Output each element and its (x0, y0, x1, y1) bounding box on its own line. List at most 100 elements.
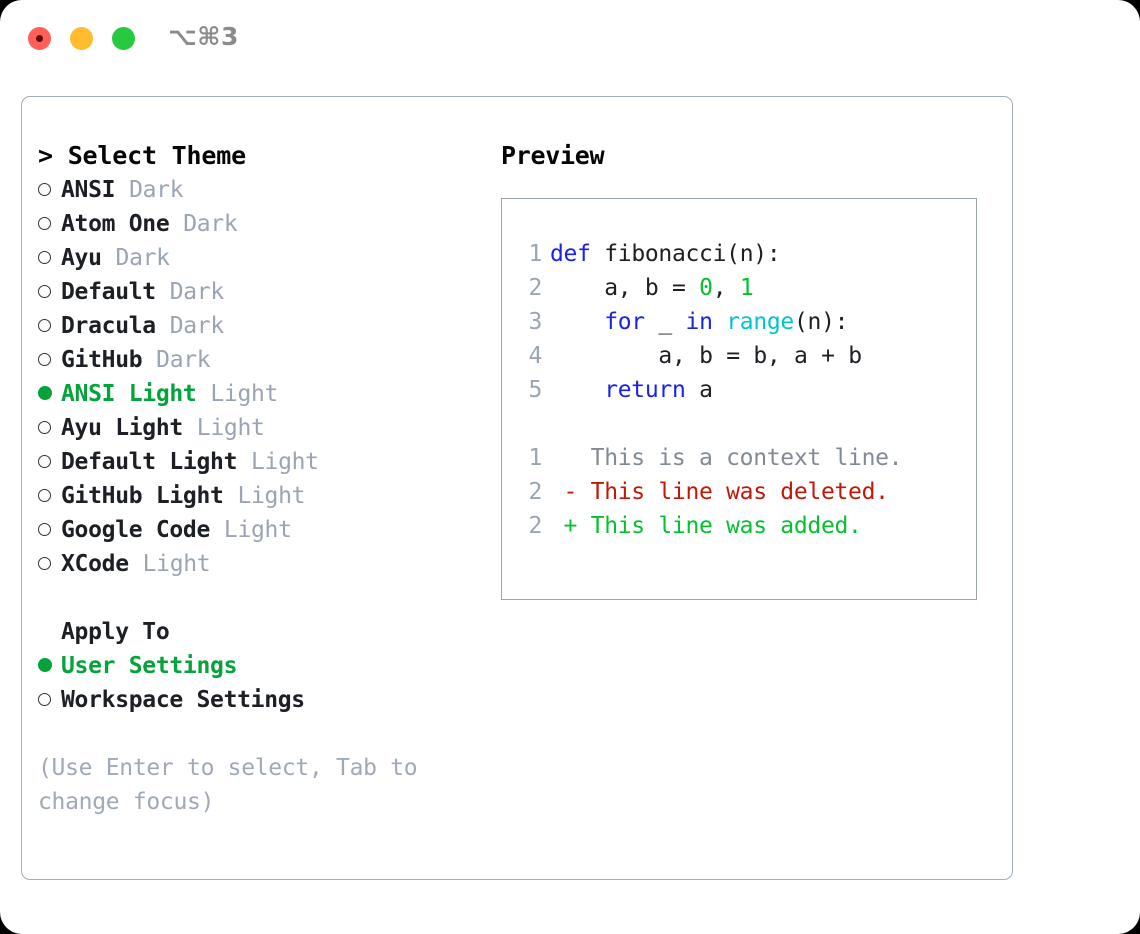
close-button[interactable] (28, 27, 51, 50)
theme-list-item[interactable]: Atom One Dark (38, 207, 468, 241)
theme-list-item[interactable]: Default Light Light (38, 445, 468, 479)
radio-unselected-icon[interactable] (38, 343, 61, 377)
radio-glyph (38, 420, 51, 434)
diff-line: 2 + This line was added. (502, 509, 976, 543)
theme-label-gap (183, 411, 197, 445)
radio-unselected-icon[interactable] (38, 411, 61, 445)
theme-name-label: GitHub (61, 347, 143, 373)
radio-unselected-icon[interactable] (38, 445, 61, 479)
radio-glyph (38, 488, 51, 502)
radio-selected-icon[interactable] (38, 377, 61, 411)
code-text: n (807, 309, 822, 335)
theme-list-item[interactable]: Dracula Dark (38, 309, 468, 343)
keyboard-shortcut-label: ⌥⌘3 (168, 22, 239, 51)
code-text: fibonacci (604, 241, 727, 267)
code-text: , (712, 275, 727, 301)
radio-unselected-icon[interactable] (38, 275, 61, 309)
code-text: ( (793, 309, 808, 335)
diff-line: 2 - This line was deleted. (502, 475, 976, 509)
radio-glyph (38, 522, 51, 536)
code-text (740, 343, 754, 369)
radio-glyph (38, 454, 51, 468)
theme-list-item[interactable]: GitHub Dark (38, 343, 468, 377)
apply-to-label: Workspace Settings (61, 687, 305, 713)
theme-list-item[interactable]: ANSI Dark (38, 173, 468, 207)
code-text (686, 343, 700, 369)
theme-list-item[interactable]: Google Code Light (38, 513, 468, 547)
select-theme-header: > Select Theme (38, 141, 246, 170)
radio-glyph (38, 386, 52, 400)
code-text: a (604, 275, 618, 301)
radio-selected-icon[interactable] (38, 649, 61, 683)
radio-unselected-icon[interactable] (38, 683, 61, 717)
theme-name-label: Ayu (61, 245, 102, 271)
code-number: 1 (739, 275, 754, 301)
radio-unselected-icon[interactable] (38, 513, 61, 547)
radio-unselected-icon[interactable] (38, 207, 61, 241)
line-number: 5 (528, 377, 542, 403)
theme-list-item[interactable]: ANSI Light Light (38, 377, 468, 411)
keyboard-hint-text: (Use Enter to select, Tab to change focu… (38, 755, 418, 815)
code-text (713, 343, 727, 369)
theme-label-gap (156, 309, 170, 343)
radio-glyph (38, 556, 51, 570)
minimize-button[interactable] (70, 27, 93, 50)
code-function: range (726, 309, 794, 335)
radio-unselected-icon[interactable] (38, 241, 61, 275)
radio-unselected-icon[interactable] (38, 479, 61, 513)
code-text: b (848, 343, 862, 369)
diff-line: 1 This is a context line. (502, 441, 976, 475)
radio-glyph (38, 250, 51, 264)
preview-spacer (502, 407, 976, 441)
theme-list-item[interactable]: XCode Light (38, 547, 468, 581)
radio-unselected-icon[interactable] (38, 309, 61, 343)
theme-kind-label: Light (223, 517, 292, 543)
radio-unselected-icon[interactable] (38, 173, 61, 207)
code-text (780, 343, 794, 369)
code-content: def fibonacci(n): (550, 237, 781, 271)
code-keyword: for (604, 309, 645, 335)
apply-to-option[interactable]: User Settings (38, 649, 468, 683)
theme-label-gap (156, 275, 170, 309)
apply-to-label: User Settings (61, 653, 238, 679)
theme-list-item[interactable]: Ayu Dark (38, 241, 468, 275)
radio-glyph (38, 182, 51, 196)
theme-list-item[interactable]: Default Dark (38, 275, 468, 309)
code-line: 2 a, b = 0, 1 (502, 271, 976, 305)
code-content: a, b = 0, 1 (550, 271, 753, 305)
code-text: a (794, 343, 808, 369)
preview-header: Preview (501, 141, 605, 170)
theme-label-gap (142, 343, 156, 377)
theme-kind-label: Light (237, 483, 306, 509)
code-text: ) (821, 309, 835, 335)
code-keyword: def (550, 241, 591, 267)
theme-kind-label: Dark (169, 279, 225, 305)
diff-sample: 1 This is a context line.2 - This line w… (502, 441, 976, 543)
code-text: _ (658, 309, 672, 335)
line-number: 1 (528, 445, 542, 471)
theme-list-item[interactable]: Ayu Light Light (38, 411, 468, 445)
title-bar: ⌥⌘3 (0, 0, 1140, 76)
code-content: return a (550, 373, 713, 407)
theme-label-gap (210, 513, 224, 547)
window-controls (28, 27, 135, 50)
code-text: , (766, 343, 781, 369)
code-text (631, 275, 645, 301)
theme-name-label: Default Light (61, 449, 238, 475)
theme-list-item[interactable]: GitHub Light Light (38, 479, 468, 513)
maximize-button[interactable] (112, 27, 135, 50)
radio-unselected-icon[interactable] (38, 547, 61, 581)
code-line: 3 for _ in range(n): (502, 305, 976, 339)
apply-to-option[interactable]: Workspace Settings (38, 683, 468, 717)
line-number: 2 (528, 275, 542, 301)
code-text (686, 275, 700, 301)
code-text: n (739, 241, 754, 267)
code-line: 5 return a (502, 373, 976, 407)
theme-kind-label: Light (142, 551, 211, 577)
code-text (550, 377, 604, 403)
